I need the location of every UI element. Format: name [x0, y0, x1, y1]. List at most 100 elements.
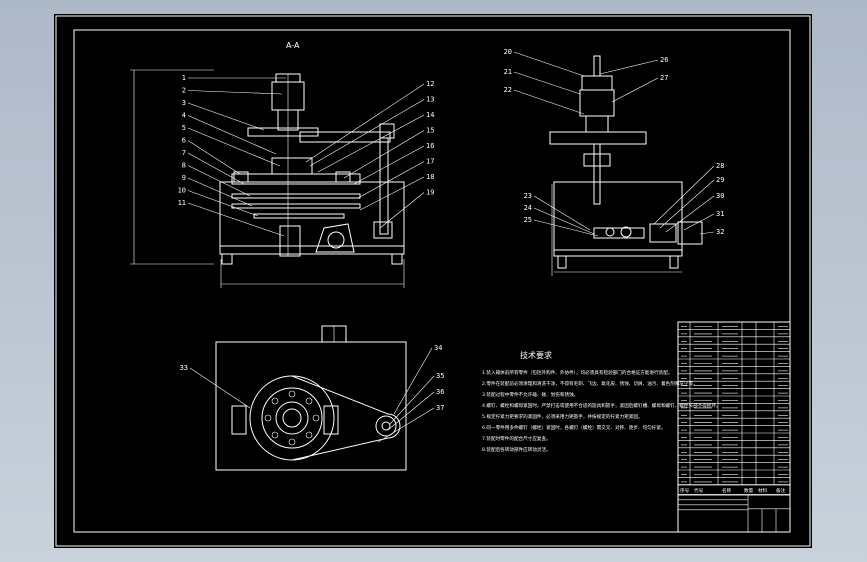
plan-view [215, 325, 407, 471]
leader-line [187, 152, 245, 185]
callout-label: 21 [504, 68, 512, 76]
callout-label: 7 [182, 149, 186, 157]
callout-label: 5 [182, 124, 186, 132]
callout-label: 22 [504, 86, 512, 94]
note-line: 6.同一零件用多件螺钉（螺栓）紧固时，各螺钉（螺栓）需交叉、对称、逐步、均匀拧紧… [482, 424, 666, 431]
leader-line [389, 375, 435, 425]
leader-line [187, 165, 251, 197]
callout-label: 4 [182, 112, 186, 120]
leader-line [317, 114, 425, 173]
callout-label: 8 [182, 162, 186, 170]
leader-line [533, 219, 599, 237]
callout-label: 33 [180, 364, 188, 372]
bom-header-cell: 名称 [722, 487, 732, 494]
callout-label: 24 [524, 204, 532, 212]
plan-callouts: 33 34 35 36 37 [180, 344, 444, 443]
callout-label: 26 [660, 56, 668, 64]
drawing-frame [73, 29, 791, 533]
callout-label: 13 [426, 96, 434, 104]
leader-line [187, 115, 277, 155]
front-section-view: A-A [130, 41, 405, 288]
leader-line [665, 195, 715, 233]
notes-title: 技术要求 [520, 350, 552, 360]
note-line: 4.螺钉、螺栓和螺母紧固时，严禁打击或使用不合适的旋具和扳手，紧固后螺钉槽、螺母… [482, 402, 721, 409]
callout-label: 17 [426, 158, 434, 166]
leader-line [187, 102, 265, 131]
note-line: 2.零件在装配前必须清理和清洗干净，不得有毛刺、飞边、氧化皮、锈蚀、切屑、油污、… [482, 380, 698, 387]
assembly-drawing: A-A [55, 15, 811, 547]
callout-label: 32 [716, 228, 724, 236]
leader-line [683, 213, 715, 231]
sheet-border [55, 15, 811, 547]
callout-label: 1 [182, 74, 186, 82]
leader-line [659, 179, 715, 229]
callout-label: 18 [426, 173, 434, 181]
leader-line [533, 195, 591, 231]
leader-line [379, 192, 425, 229]
leader-line [305, 83, 425, 163]
leader-line [599, 59, 659, 75]
leader-line [377, 407, 435, 443]
callout-label: 28 [716, 162, 724, 170]
bom-header-cell: 材料 [758, 487, 768, 494]
leader-line [387, 391, 435, 431]
note-line: 7.装配时零件的配合尺寸应复查。 [482, 435, 551, 442]
leader-line [611, 77, 659, 103]
callout-label: 14 [426, 111, 434, 119]
technical-requirements: 技术要求 1.装入箱体前所有零件（包括外购件、外协件），均必须具有检验部门的合格… [482, 350, 721, 453]
title-block [677, 494, 791, 533]
leader-line [513, 89, 585, 115]
bom-header-cell: 代号 [694, 487, 704, 494]
note-line: 3.装配过程中零件不允许磕、碰、划伤和锈蚀。 [482, 391, 578, 398]
callout-label: 16 [426, 142, 434, 150]
callout-label: 20 [504, 48, 512, 56]
callout-label: 3 [182, 99, 186, 107]
bom-header-cell: 数量 [744, 487, 754, 494]
leader-line [699, 231, 715, 235]
leader-line [513, 51, 585, 77]
callout-label: 34 [434, 344, 442, 352]
bom-header-cell: 备注 [776, 487, 786, 494]
callout-label: 2 [182, 87, 186, 95]
section-label: A-A [286, 41, 300, 50]
callout-label: 30 [716, 192, 724, 200]
callout-label: 23 [524, 192, 532, 200]
callout-label: 35 [436, 372, 444, 380]
leader-line [653, 165, 715, 225]
leader-line [187, 90, 283, 95]
leader-line [187, 140, 241, 175]
leader-line [513, 71, 581, 95]
leader-line [187, 177, 253, 207]
cad-viewport[interactable]: A-A [54, 14, 812, 548]
leader-line [309, 99, 425, 167]
callout-label: 25 [524, 216, 532, 224]
bom-header-cell: 序号 [680, 487, 690, 494]
callout-label: 36 [436, 388, 444, 396]
leader-line [353, 145, 425, 185]
leader-line [187, 202, 285, 237]
callout-label: 19 [426, 189, 434, 197]
callout-label: 9 [182, 174, 186, 182]
callout-label: 6 [182, 137, 186, 145]
side-view [549, 55, 703, 276]
leader-line [393, 347, 433, 415]
callout-label: 31 [716, 210, 724, 218]
callout-label: 12 [426, 80, 434, 88]
callout-label: 10 [178, 187, 186, 195]
bill-of-materials-table: 序号代号 名称 数量材料 备注 [677, 321, 791, 533]
leader-line [359, 176, 425, 211]
leader-line [187, 190, 259, 217]
callout-label: 27 [660, 74, 668, 82]
leader-line [189, 367, 251, 409]
callout-label: 11 [178, 199, 186, 207]
leader-line [533, 207, 595, 235]
note-line: 5.规定拧紧力矩要求的紧固件，必须采用力矩扳手，并按规定的拧紧力矩紧固。 [482, 413, 643, 420]
leader-line [343, 130, 425, 179]
callout-label: 37 [436, 404, 444, 412]
note-line: 1.装入箱体前所有零件（包括外购件、外协件），均必须具有检验部门的合格证方能进行… [482, 369, 672, 376]
leader-line [187, 127, 281, 167]
callout-label: 15 [426, 127, 434, 135]
note-line: 8.装配后各转动部件应转动灵活。 [482, 446, 551, 453]
